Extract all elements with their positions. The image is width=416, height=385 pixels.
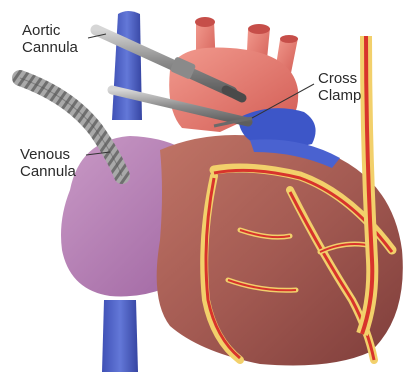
superior-vena-cava [112,11,142,120]
cross-clamp-label-line1: Cross [318,70,361,87]
venous-cannula-label: Venous Cannula [20,146,76,180]
cross-clamp-label-line2: Clamp [318,87,361,104]
cross-clamp-label: Cross Clamp [318,70,361,104]
inferior-vena-cava [102,300,138,372]
venous-cannula-label-line1: Venous [20,146,76,163]
aortic-cannula-label: Aortic Cannula [22,22,78,56]
aortic-cannula-label-line1: Aortic [22,22,78,39]
aortic-cannula-label-line2: Cannula [22,39,78,56]
venous-cannula-label-line2: Cannula [20,163,76,180]
